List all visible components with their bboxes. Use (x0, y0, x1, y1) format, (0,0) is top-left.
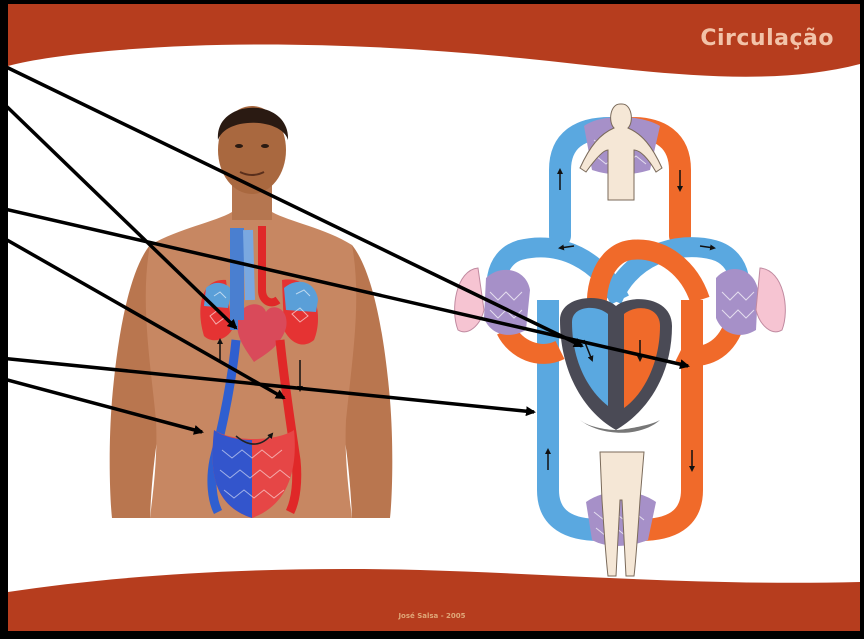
slide-footer: José Salsa - 2005 (0, 612, 864, 620)
right-lung-capillaries (716, 269, 758, 335)
slide-title: Circulação (700, 26, 834, 51)
vena-cava (234, 228, 240, 330)
